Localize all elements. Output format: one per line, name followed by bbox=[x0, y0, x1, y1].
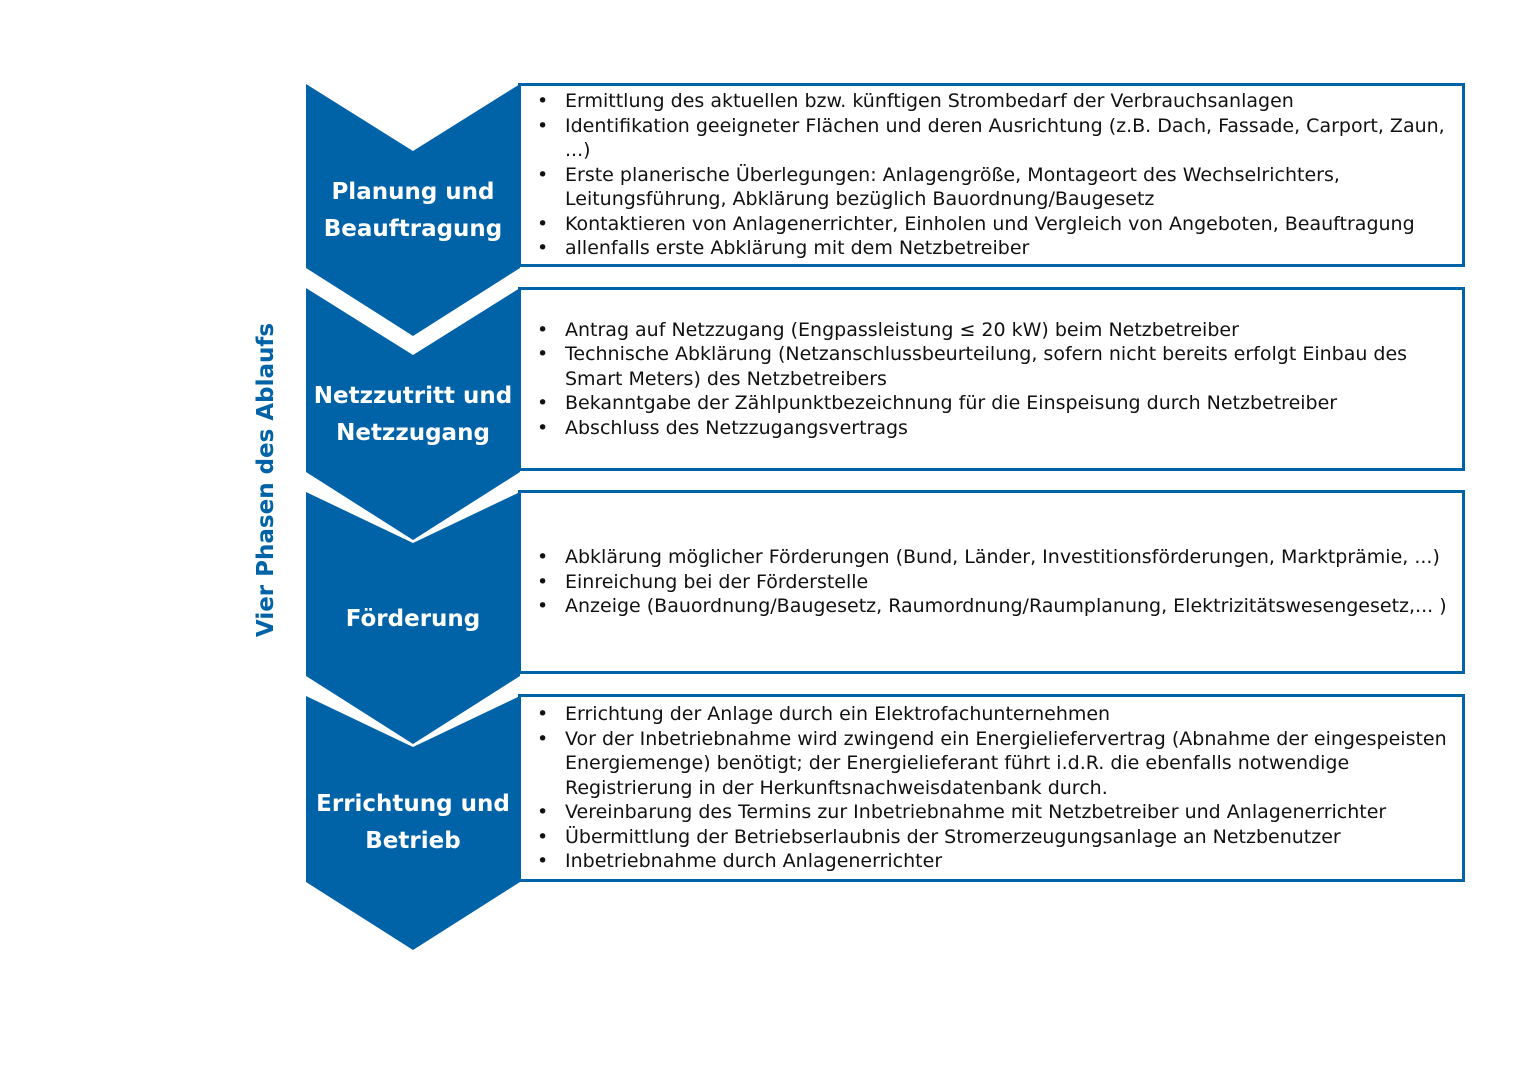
list-item: Technische Abklärung (Netzanschlussbeurt… bbox=[537, 342, 1452, 391]
list-item: Anzeige (Bauordnung/Baugesetz, Raumordnu… bbox=[537, 594, 1447, 619]
phase-label-1: Planung und Beauftragung bbox=[323, 179, 503, 242]
chevron-phase-4 bbox=[306, 696, 520, 950]
phase-label-2: Netzzutritt und Netzzugang bbox=[313, 383, 513, 446]
phase-box-1: Ermittlung des aktuellen bzw. künftigen … bbox=[518, 83, 1465, 267]
chevron-phase-2 bbox=[306, 288, 520, 540]
phase-label-3: Förderung bbox=[345, 606, 481, 632]
list-item: Vor der Inbetriebnahme wird zwingend ein… bbox=[537, 727, 1452, 801]
list-item: Abklärung möglicher Förderungen (Bund, L… bbox=[537, 545, 1447, 570]
list-item: Erste planerische Überlegungen: Anlageng… bbox=[537, 163, 1452, 212]
list-item: Errichtung der Anlage durch ein Elektrof… bbox=[537, 702, 1452, 727]
list-item: Einreichung bei der Förderstelle bbox=[537, 570, 1447, 595]
list-item: Inbetriebnahme durch Anlagenerrichter bbox=[537, 849, 1452, 874]
phase-list-3: Abklärung möglicher Förderungen (Bund, L… bbox=[521, 545, 1457, 619]
list-item: Vereinbarung des Termins zur Inbetriebna… bbox=[537, 800, 1452, 825]
chevron-phase-1 bbox=[306, 84, 520, 336]
list-item: Bekanntgabe der Zählpunktbezeichnung für… bbox=[537, 391, 1452, 416]
list-item: Abschluss des Netzzugangsvertrags bbox=[537, 416, 1452, 441]
phase-list-2: Antrag auf Netzzugang (Engpassleistung ≤… bbox=[521, 318, 1462, 441]
phase-label-4: Errichtung und Betrieb bbox=[316, 791, 510, 854]
list-item: Identifikation geeigneter Flächen und de… bbox=[537, 114, 1452, 163]
list-item: Kontaktieren von Anlagenerrichter, Einho… bbox=[537, 212, 1452, 237]
phase-list-1: Ermittlung des aktuellen bzw. künftigen … bbox=[521, 89, 1462, 261]
phase-box-4: Errichtung der Anlage durch ein Elektrof… bbox=[518, 694, 1465, 882]
phase-box-3: Abklärung möglicher Förderungen (Bund, L… bbox=[518, 490, 1465, 674]
list-item: Übermittlung der Betriebserlaubnis der S… bbox=[537, 825, 1452, 850]
chevron-phase-3 bbox=[306, 492, 520, 744]
phase-box-2: Antrag auf Netzzugang (Engpassleistung ≤… bbox=[518, 287, 1465, 471]
list-item: allenfalls erste Abklärung mit dem Netzb… bbox=[537, 236, 1452, 261]
list-item: Ermittlung des aktuellen bzw. künftigen … bbox=[537, 89, 1452, 114]
list-item: Antrag auf Netzzugang (Engpassleistung ≤… bbox=[537, 318, 1452, 343]
diagram-title: Vier Phasen des Ablaufs bbox=[253, 322, 279, 638]
phase-list-4: Errichtung der Anlage durch ein Elektrof… bbox=[521, 702, 1462, 874]
